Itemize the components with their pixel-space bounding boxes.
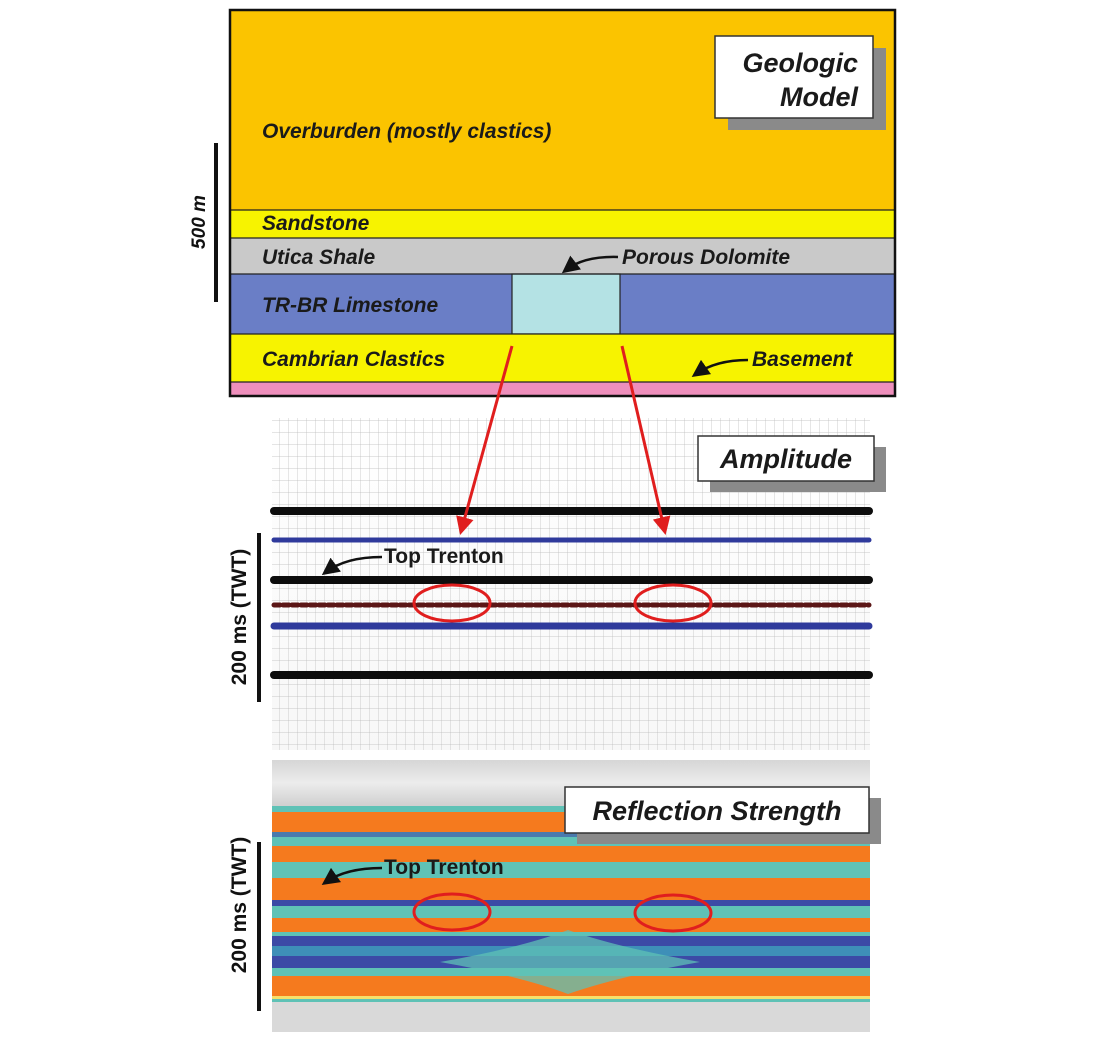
rs-orange-band-2 (272, 846, 870, 862)
geologic-model-title-box: Geologic Model (714, 35, 886, 130)
rs-scale-label: 200 ms (TWT) (228, 837, 251, 974)
cambrian-clastics-label: Cambrian Clastics (262, 348, 445, 371)
rs-orange-band-4 (272, 918, 870, 932)
porous-dolomite-body (511, 273, 621, 335)
geologic-model-border (228, 8, 897, 398)
rs-blue-band-1 (272, 832, 870, 837)
rs-anomaly-ellipse-right (633, 893, 713, 933)
basement-pointer (691, 358, 749, 378)
geologic-model-title-line1: Geologic (742, 48, 858, 78)
overburden-label: Overburden (mostly clastics) (262, 120, 551, 143)
basement-layer (230, 382, 895, 396)
rs-top-trenton-label: Top Trenton (384, 856, 504, 879)
amplitude-title: Amplitude (719, 444, 852, 474)
cambrian-clastics-layer (230, 334, 895, 382)
red-arrow-left (456, 345, 514, 535)
utica-shale-label: Utica Shale (262, 246, 376, 269)
amplitude-anomaly-ellipse-left (412, 583, 492, 623)
rs-bottom-gray-zone (272, 1002, 870, 1032)
rs-blue-band-2 (272, 900, 870, 906)
sandstone-layer (230, 210, 895, 238)
red-arrow-right (620, 345, 671, 536)
amplitude-scale-label: 200 ms (TWT) (228, 549, 251, 686)
sandstone-label: Sandstone (262, 212, 370, 235)
amplitude-anomaly-ellipse-right (633, 583, 713, 623)
geologic-model-title-line2: Model (780, 82, 858, 112)
amplitude-title-box: Amplitude (697, 435, 886, 492)
reflection-strength-title: Reflection Strength (592, 796, 841, 826)
rs-top-trenton-pointer (321, 866, 383, 886)
amplitude-reflectors (270, 507, 873, 679)
rs-anomaly-ellipse-left (412, 892, 492, 932)
reflection-strength-panel: Top Trenton Reflection Strength 200 ms (… (228, 760, 881, 1032)
rs-lens-feature (440, 930, 700, 994)
amplitude-top-trenton-label: Top Trenton (384, 545, 504, 568)
geologic-scale-label: 500 m (189, 195, 210, 249)
model-to-seismic-arrows (456, 345, 671, 536)
rs-orange-band-3 (272, 878, 870, 900)
porous-dolomite-pointer (561, 255, 619, 274)
rs-yellow-streak (272, 996, 870, 999)
limestone-label: TR-BR Limestone (262, 294, 438, 317)
geologic-model-panel: Overburden (mostly clastics) Sandstone U… (189, 8, 897, 398)
layer-boundaries (230, 209, 895, 383)
porous-dolomite-label: Porous Dolomite (622, 246, 790, 269)
amplitude-panel: Top Trenton Amplitude 200 ms (TWT) (228, 418, 886, 750)
amplitude-top-trenton-pointer (321, 555, 383, 576)
basement-label: Basement (752, 348, 853, 371)
reflection-strength-title-box: Reflection Strength (564, 786, 881, 844)
